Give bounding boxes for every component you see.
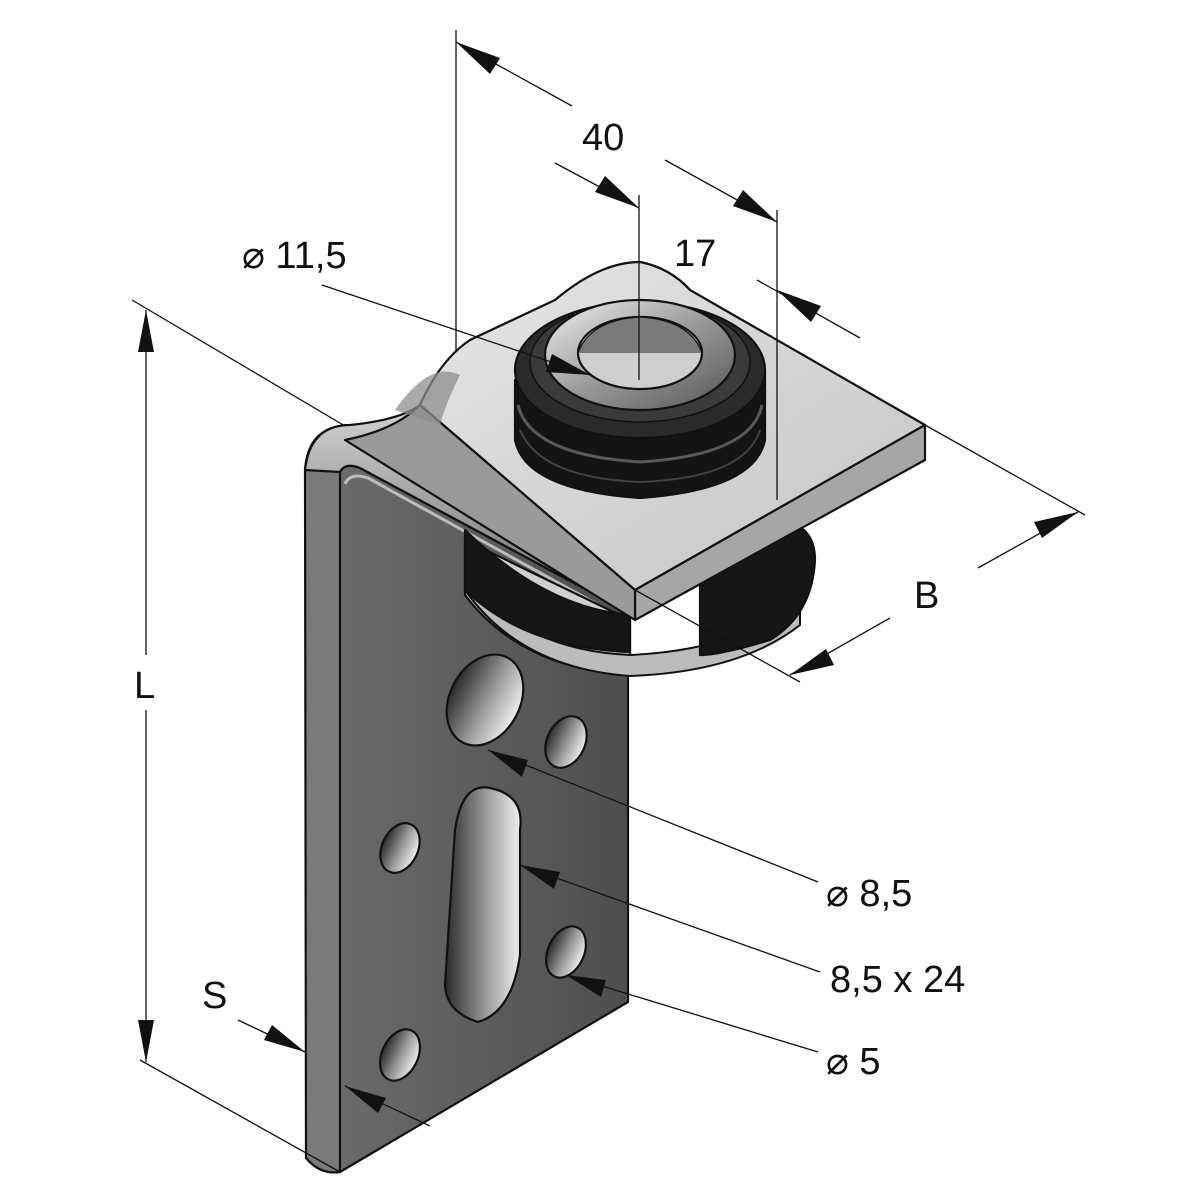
label-s: S (202, 975, 227, 1017)
dim-11-5-leader (321, 284, 591, 376)
label-diameter-5: ⌀ 5 (826, 1041, 881, 1083)
lower-bushing (463, 518, 817, 678)
label-40: 40 (582, 117, 624, 159)
slot-8-5x24 (443, 786, 522, 1024)
label-diameter-11-5: ⌀ 11,5 (242, 235, 347, 277)
label-b: B (914, 575, 939, 617)
label-l: L (134, 665, 155, 707)
label-slot: 8,5 x 24 (830, 959, 965, 1001)
hole-8-5 (445, 653, 525, 747)
dim-slot-leader (519, 864, 821, 973)
dim-5-leader (565, 974, 819, 1053)
hole-5-lower-right (544, 925, 588, 979)
hole-5-lower-left (378, 1028, 422, 1082)
dimension-labels: 40 17 ⌀ 11,5 B L S ⌀ 8,5 8,5 x 24 ⌀ 5 (134, 117, 965, 1083)
label-17: 17 (674, 233, 716, 275)
hole-5-upper-right (544, 715, 588, 769)
label-diameter-8-5: ⌀ 8,5 (826, 873, 912, 915)
dimension-lines (131, 30, 1086, 1173)
upper-bushing (513, 298, 767, 500)
dim-8-5-leader (487, 749, 819, 883)
hole-5-upper-left (379, 822, 421, 874)
plate-holes (378, 653, 588, 1082)
